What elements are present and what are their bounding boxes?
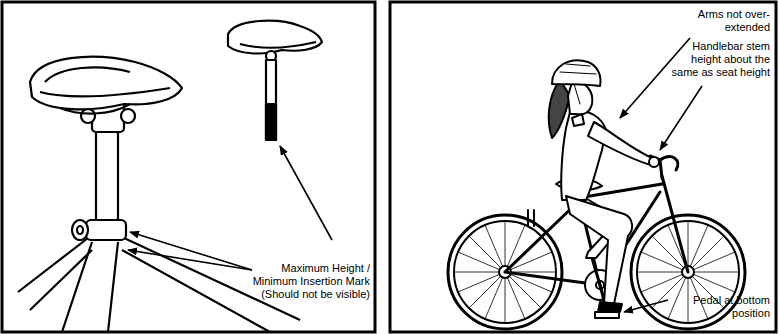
callout-label: Pedal at bottom position [686,294,770,320]
callout-label: Arms not over-extended [688,8,770,34]
callout-label: Maximum Height / Minimum Insertion Mark … [248,262,370,301]
panel-frame [390,2,776,332]
leader-lines [620,38,702,312]
leader-lines [128,146,332,270]
cyclist [549,60,659,312]
callout-label: Handlebar stem height about the same as … [668,40,770,79]
panel-frame [2,2,375,332]
